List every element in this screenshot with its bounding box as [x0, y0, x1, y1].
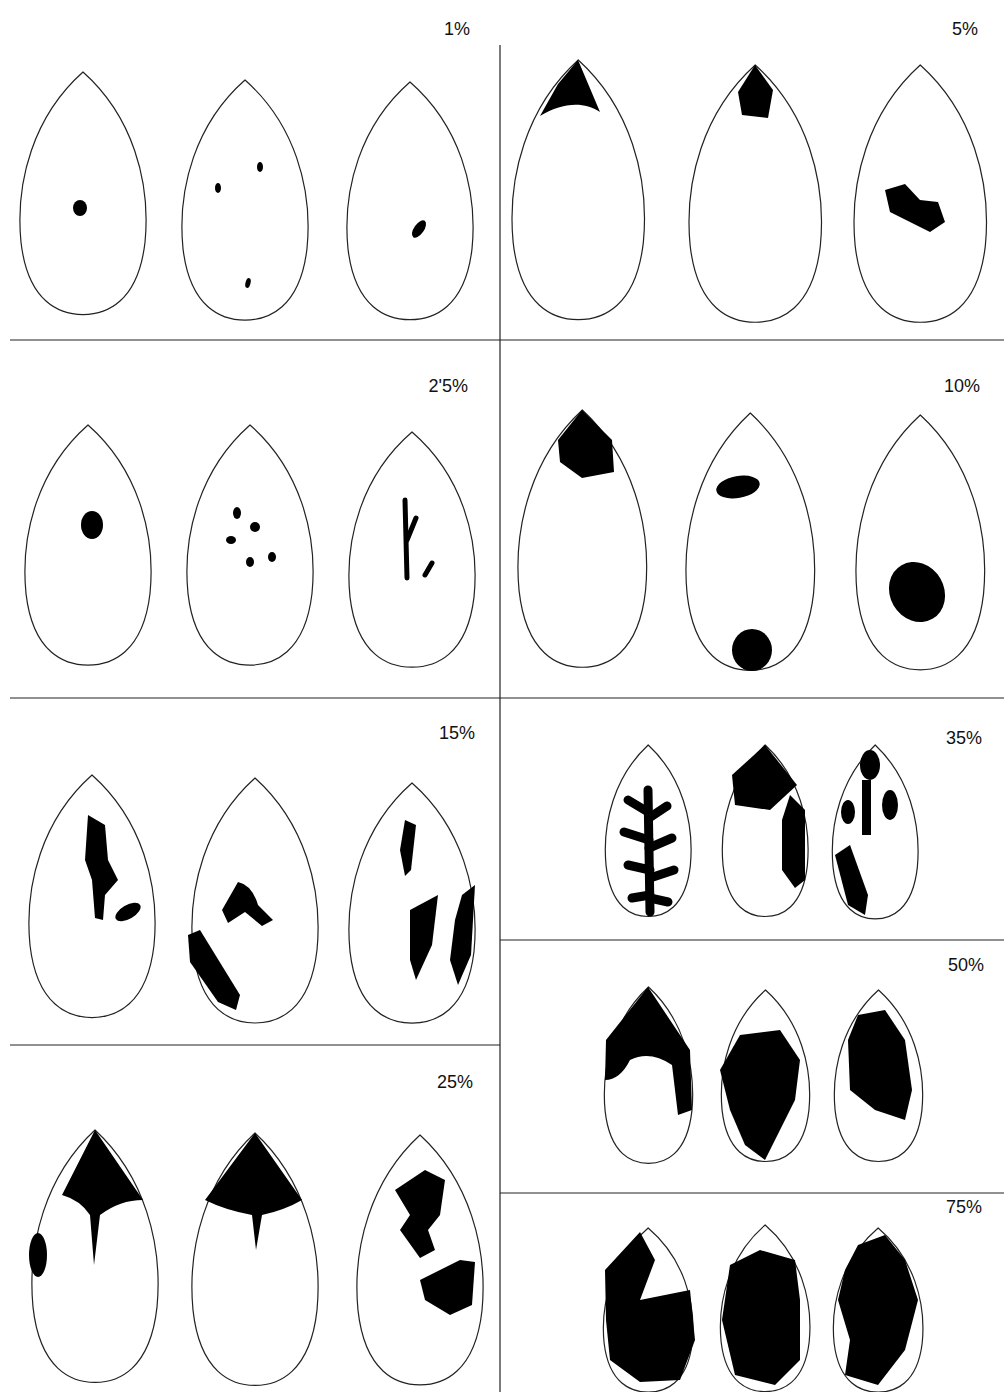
severity-percentage: 50% — [948, 956, 984, 974]
severity-percentage: 5% — [952, 20, 978, 38]
severity-percentage: 75% — [946, 1198, 982, 1216]
severity-percentage: 35% — [946, 729, 982, 747]
severity-percentage: 15% — [439, 724, 475, 742]
leaf-outlines — [20, 60, 987, 1392]
severity-percentage: 10% — [944, 377, 980, 395]
severity-percentage: 25% — [437, 1073, 473, 1091]
severity-percentage: 2'5% — [429, 377, 468, 395]
severity-percentage: 1% — [444, 20, 470, 38]
lesions — [29, 60, 956, 1385]
